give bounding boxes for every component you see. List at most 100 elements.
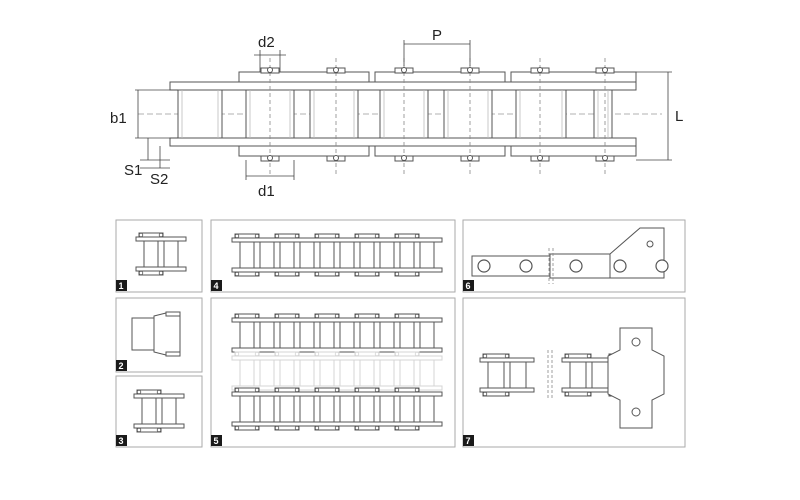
plate-hole <box>655 259 669 273</box>
mini-pin <box>234 271 240 277</box>
attachment-hole <box>631 337 641 347</box>
mini-pin <box>354 233 360 239</box>
panel4-chain <box>231 233 443 277</box>
mini-roller <box>279 241 295 269</box>
inner-plate-top <box>169 81 637 91</box>
mini-pin <box>314 425 320 431</box>
panel-number-6: 6 <box>466 281 471 291</box>
mini-pin <box>394 387 400 393</box>
pin-head <box>602 67 608 73</box>
mini-roller <box>299 241 315 269</box>
mini-pin <box>254 425 260 431</box>
mini-pin <box>504 391 510 397</box>
mini-pin <box>274 425 280 431</box>
mini-plate-top <box>479 357 535 363</box>
vertical-attachment <box>607 327 665 429</box>
mini-pin <box>414 313 420 319</box>
panel-number-4: 4 <box>214 281 219 291</box>
mini-plate-bottom <box>231 421 443 427</box>
mini-plate-bottom <box>231 267 443 273</box>
panel6-attachment <box>471 227 669 284</box>
mini-roller <box>279 359 295 387</box>
mini-roller <box>359 359 375 387</box>
mini-pin <box>314 271 320 277</box>
mini-plate-top <box>133 393 185 399</box>
mini-roller <box>259 359 275 387</box>
main-chain-drawing <box>135 40 672 180</box>
mini-pin <box>414 271 420 277</box>
panel-number-3: 3 <box>119 436 124 446</box>
panel-number-2: 2 <box>119 361 124 371</box>
mini-roller <box>399 359 415 387</box>
dim-s1-label: S1 <box>124 162 142 179</box>
mini-roller <box>379 395 395 423</box>
panel-frame <box>115 375 203 448</box>
mini-roller <box>319 359 335 387</box>
panel-badge-1: 1 <box>116 280 127 291</box>
offset-cap <box>165 351 181 357</box>
mini-plate-bottom <box>135 266 187 272</box>
mini-pin <box>234 387 240 393</box>
pin-head <box>333 155 339 161</box>
pin-head <box>333 67 339 73</box>
mini-pin <box>482 353 488 359</box>
dim-l-label: L <box>675 108 683 125</box>
mini-pin <box>274 351 280 357</box>
panel-badge-7: 7 <box>463 435 474 446</box>
mini-pin <box>234 425 240 431</box>
mini-pin <box>314 387 320 393</box>
mini-roller <box>339 359 355 387</box>
mini-roller <box>339 241 355 269</box>
plate-hole <box>477 259 491 273</box>
panel-badge-4: 4 <box>211 280 222 291</box>
roller <box>515 89 567 139</box>
panel7-attachment-chain <box>479 327 665 429</box>
mini-pin <box>334 233 340 239</box>
panel-badge-5: 5 <box>211 435 222 446</box>
mini-pin <box>482 391 488 397</box>
plate-hole <box>646 240 654 248</box>
attachment-hole <box>631 407 641 417</box>
mini-pin <box>294 351 300 357</box>
mini-pin <box>586 391 592 397</box>
mini-roller <box>399 241 415 269</box>
mini-pin <box>254 313 260 319</box>
mini-roller <box>259 321 275 349</box>
mini-roller <box>419 395 435 423</box>
mini-roller <box>569 361 587 389</box>
mini-roller <box>379 359 395 387</box>
pin-head <box>401 155 407 161</box>
mini-plate-top <box>231 317 443 323</box>
panel3-chain <box>133 389 185 433</box>
mini-roller <box>419 241 435 269</box>
dim-d1-label: d1 <box>258 183 275 200</box>
panel-number-1: 1 <box>119 281 124 291</box>
mini-plate-top <box>231 391 443 397</box>
pin-head <box>537 67 543 73</box>
mini-roller <box>359 321 375 349</box>
mini-pin <box>334 387 340 393</box>
mini-pin <box>564 391 570 397</box>
offset-plate <box>153 311 181 357</box>
panel-number-7: 7 <box>466 436 471 446</box>
outer-plate-top <box>510 71 637 83</box>
mini-pin <box>294 425 300 431</box>
mini-pin <box>374 425 380 431</box>
roller <box>593 89 613 139</box>
mini-pin <box>354 271 360 277</box>
panel-art <box>131 227 669 433</box>
mini-roller <box>319 241 335 269</box>
mini-pin <box>294 271 300 277</box>
mini-roller <box>379 321 395 349</box>
mini-pin <box>414 425 420 431</box>
mini-pin <box>334 271 340 277</box>
mini-roller <box>161 397 177 425</box>
mini-roller <box>163 240 179 268</box>
mini-plate-bottom <box>479 387 535 393</box>
panel1-chain <box>135 232 187 276</box>
dim-p-label: P <box>432 27 442 44</box>
mini-roller <box>399 321 415 349</box>
mini-pin <box>234 233 240 239</box>
mini-pin <box>138 232 144 238</box>
